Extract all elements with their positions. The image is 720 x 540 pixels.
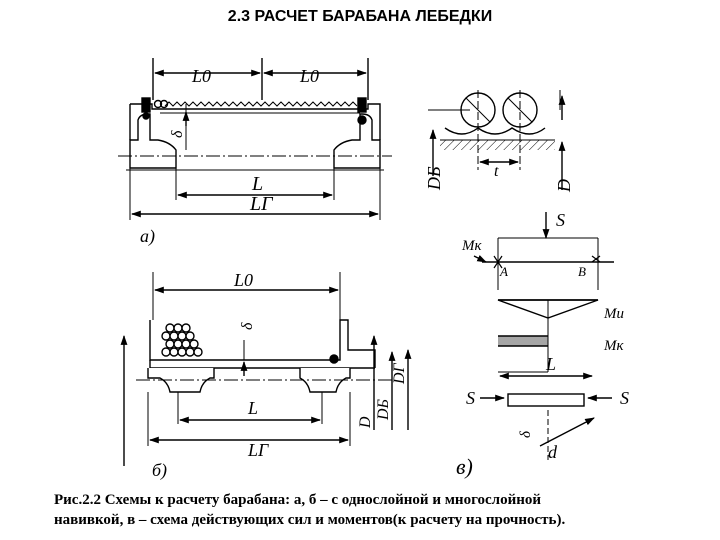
figure-caption: Рис.2.2 Схемы к расчету барабана: а, б –… [54, 490, 694, 530]
v-delta: δ [518, 430, 534, 438]
a-panel: а) [140, 226, 155, 247]
v-a: A [499, 264, 508, 279]
a-l0-right: L0 [299, 66, 319, 86]
a-lg: LГ [249, 193, 274, 215]
v-s-left: S [466, 388, 475, 408]
b-l0: L0 [233, 270, 253, 290]
figure-v [473, 212, 614, 460]
v-d: d [548, 442, 558, 462]
a-d: D [554, 179, 574, 193]
b-db: DБ [375, 398, 392, 421]
v-mk: Mк [603, 338, 624, 354]
caption-line-1: Рис.2.2 Схемы к расчету барабана: а, б –… [54, 492, 542, 508]
v-b: B [578, 264, 586, 279]
v-mi: Mи [603, 306, 624, 322]
figure-a [118, 58, 566, 220]
b-delta: δ [239, 322, 256, 330]
a-delta: δ [169, 130, 186, 138]
figure-b-labels: L0 δ L LГ D DБ DГ б) [152, 270, 408, 481]
a-l: L [251, 173, 263, 195]
b-lg: LГ [247, 440, 269, 460]
a-l0-left: L0 [191, 66, 211, 86]
v-l: L [545, 354, 556, 374]
v-mk-left: Mк [461, 238, 482, 254]
b-d: D [357, 416, 374, 429]
b-dg: DГ [391, 362, 408, 385]
b-panel: б) [152, 460, 167, 481]
a-db: DБ [424, 166, 444, 191]
v-s-top: S [556, 210, 565, 230]
v-s-right: S [620, 388, 629, 408]
caption-line-2: навивкой, в – схема действующих сил и мо… [54, 512, 566, 528]
figure-v-labels: S Mк A B Mи Mк L S S δ d в) [456, 210, 629, 479]
figure-b [120, 272, 412, 466]
v-panel: в) [456, 454, 473, 479]
a-t: t [494, 163, 499, 180]
figure-a-labels: L0 L0 δ L LГ а) DБ t D [140, 66, 574, 247]
b-l: L [247, 398, 258, 418]
page-title: 2.3 РАСЧЕТ БАРАБАНА ЛЕБЕДКИ [227, 8, 493, 25]
